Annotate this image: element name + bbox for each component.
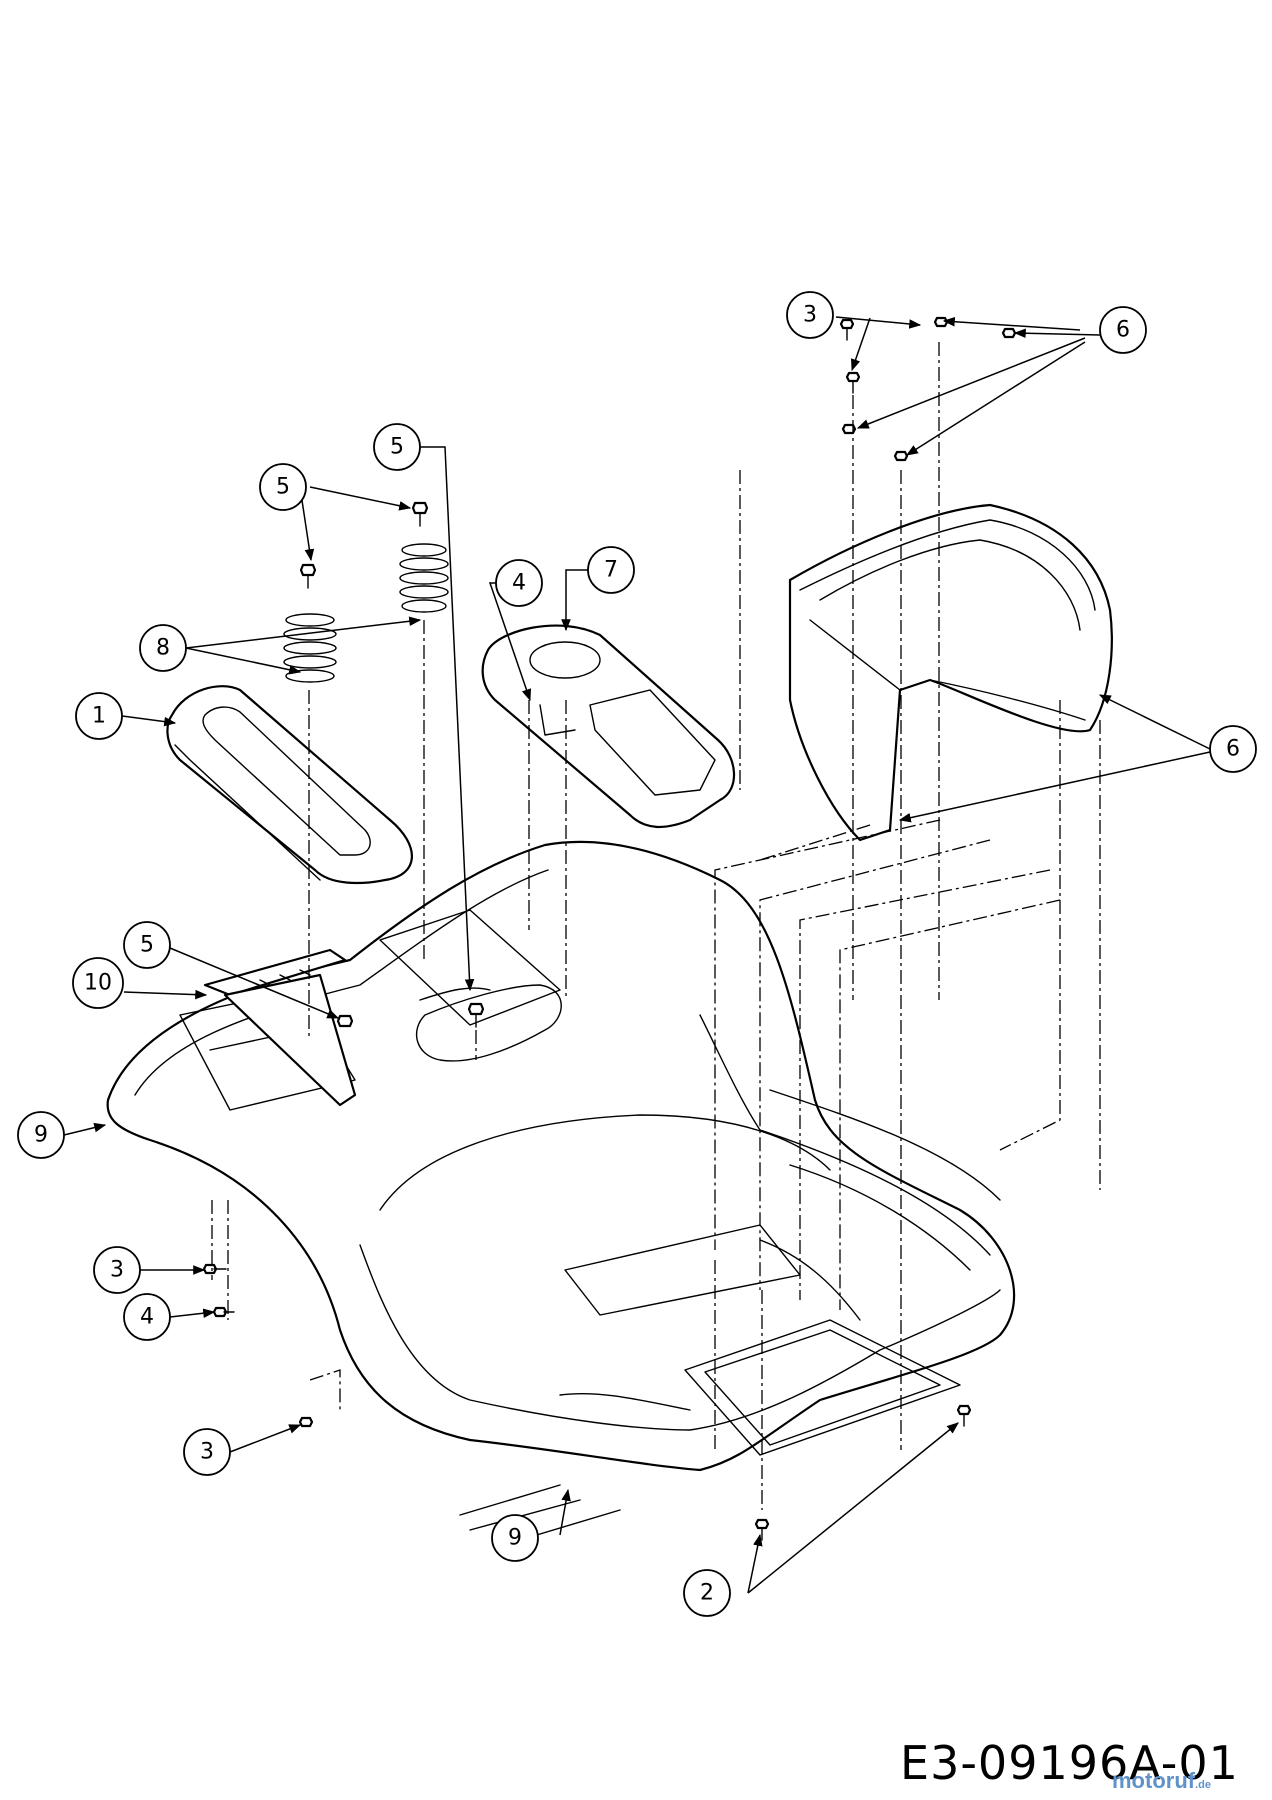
bolt-icon [1001,327,1017,339]
bolt-icon [839,318,855,341]
callout-9-bottom: 9 [491,1514,539,1562]
svg-text:5: 5 [140,933,154,958]
rear-storage-bin [788,503,1113,842]
svg-text:9: 9 [508,1526,522,1551]
svg-text:4: 4 [512,571,526,596]
svg-text:10: 10 [84,971,112,996]
assembly-lines [211,342,1101,1510]
fender-pod-cover [166,685,413,885]
cup-holder-console [481,624,736,829]
callout-5-upper-mid: 5 [373,423,421,471]
svg-text:5: 5 [390,435,404,460]
callout-3-left: 3 [93,1246,141,1294]
svg-text:6: 6 [1226,737,1240,762]
watermark-tld: .de [1195,1779,1211,1791]
bolt-icon [754,1518,770,1541]
bolt-icon [299,563,317,589]
svg-text:1: 1 [92,704,106,729]
svg-text:2: 2 [700,1581,714,1606]
seat-spring-right [399,543,449,613]
bolt-icon [467,1002,485,1028]
bolt-icon [933,316,949,328]
callout-5-upper-left: 5 [259,463,307,511]
svg-text:5: 5 [276,475,290,500]
svg-text:8: 8 [156,636,170,661]
svg-text:9: 9 [34,1123,48,1148]
callout-3-top: 3 [786,291,834,339]
svg-text:4: 4 [140,1305,154,1330]
bolt-icon [212,1306,235,1318]
callout-10: 10 [72,957,124,1009]
bolt-icon [298,1416,314,1428]
bolt-icon [411,501,429,527]
svg-text:3: 3 [200,1440,214,1465]
svg-text:7: 7 [604,558,618,583]
callout-4-left: 4 [123,1293,171,1341]
callout-6-top: 6 [1099,306,1147,354]
callout-6-right: 6 [1209,725,1257,773]
bolts [202,316,1017,1541]
bolt-icon [845,371,861,394]
bolt-icon [893,450,909,462]
svg-text:3: 3 [803,303,817,328]
callout-2: 2 [683,1569,731,1617]
drawing-number: E3-09196A-01 [900,1736,1239,1790]
watermark-brand: motoruf [1112,1768,1196,1793]
rear-fender-body [106,840,1016,1541]
bolt-icon [956,1404,972,1427]
seat-adjust-rail [203,948,357,1107]
callout-8: 8 [139,624,187,672]
callout-1: 1 [75,692,123,740]
bolt-icon [336,1014,354,1028]
callout-4-upper: 4 [495,559,543,607]
watermark-logo: motoruf.de [1112,1768,1211,1794]
callout-9-left: 9 [17,1111,65,1159]
callout-3-bottom: 3 [183,1428,231,1476]
seat-spring-left [283,613,337,683]
bolt-icon [202,1263,227,1275]
callout-7: 7 [587,546,635,594]
svg-text:3: 3 [110,1258,124,1283]
leader-lines [63,316,1211,1594]
svg-text:6: 6 [1116,318,1130,343]
callout-5-lower: 5 [123,921,171,969]
